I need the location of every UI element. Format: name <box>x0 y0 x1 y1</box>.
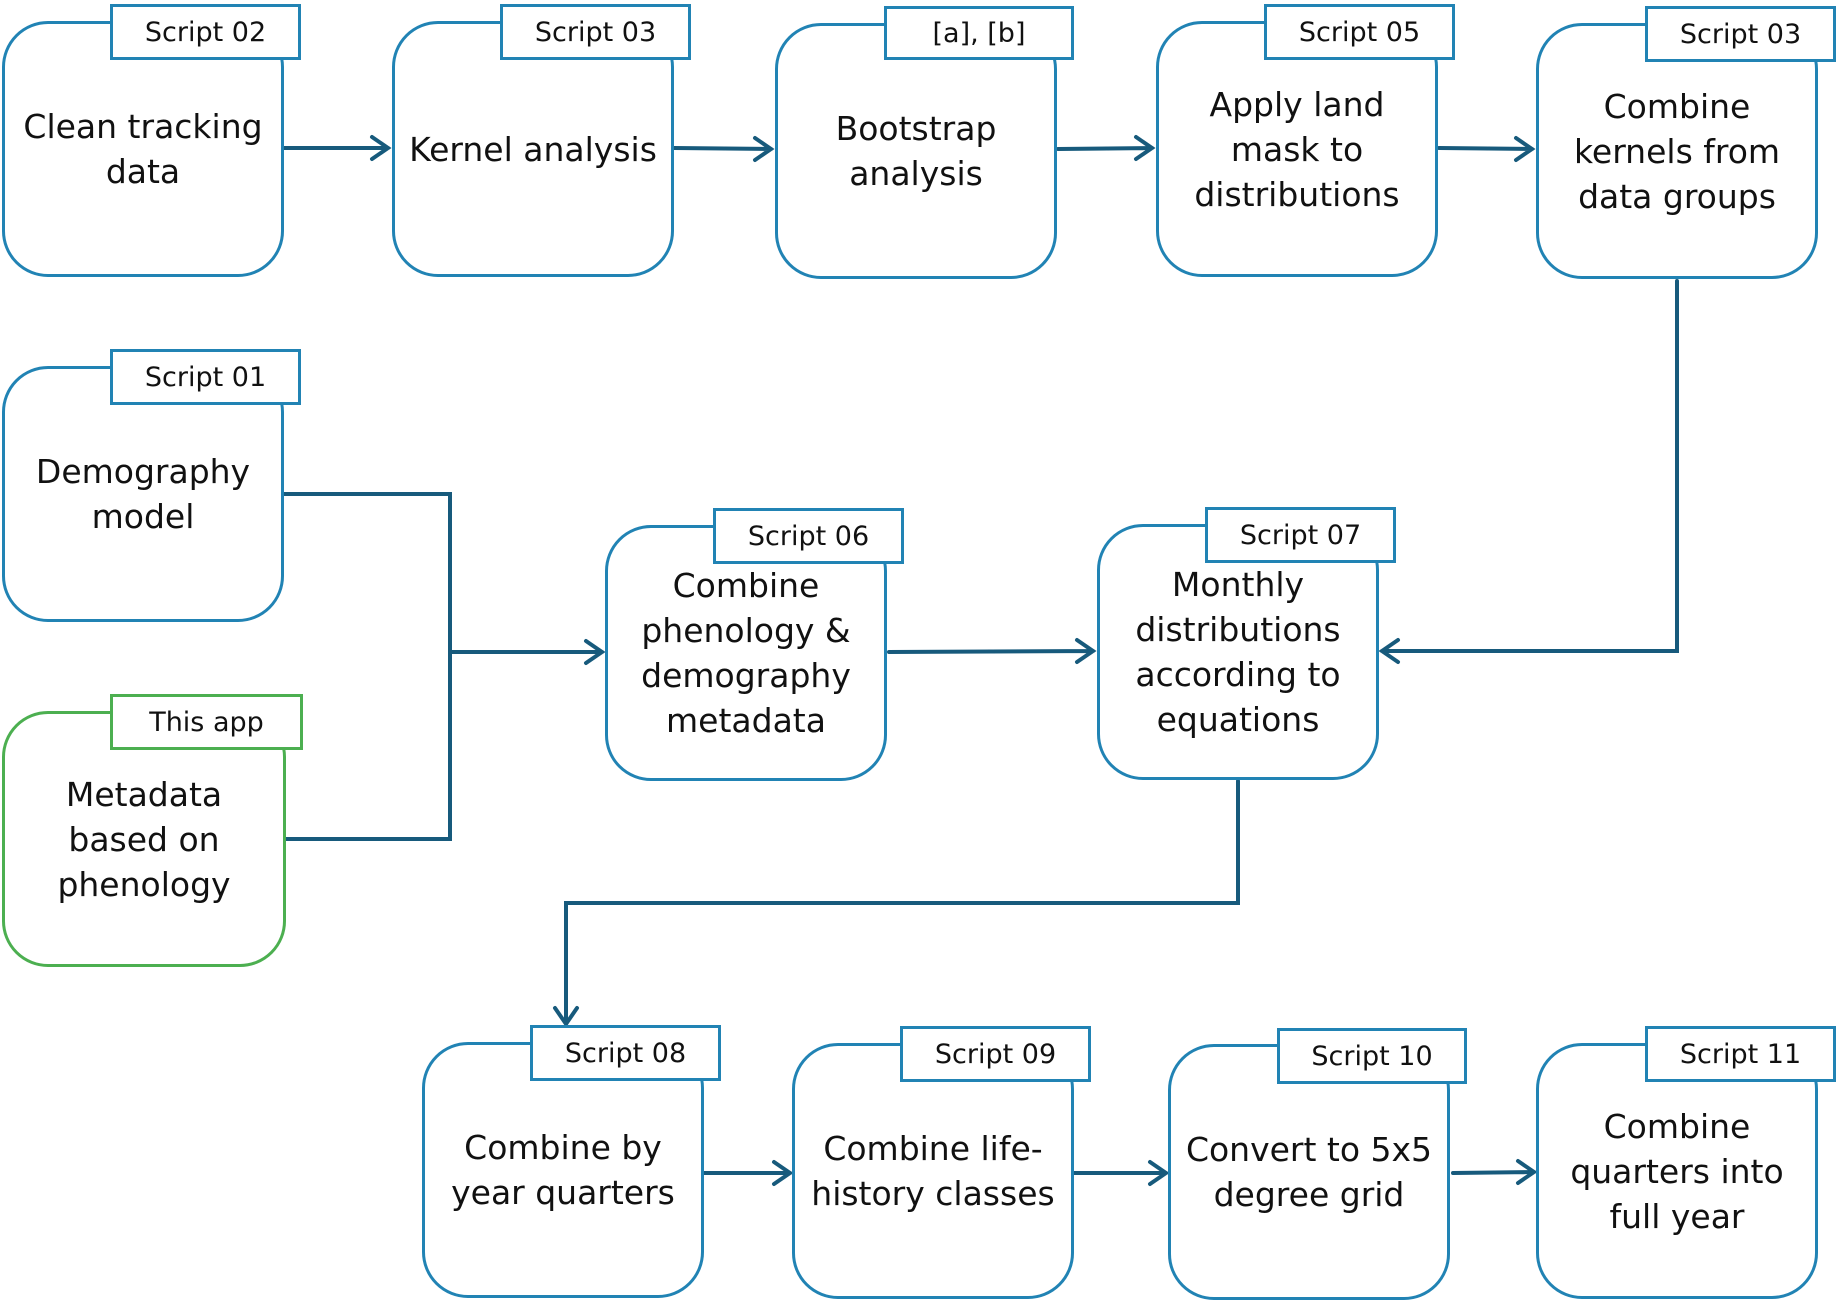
node-label: Demography model <box>35 452 251 536</box>
edge-merge-to-combine-pheno <box>448 639 606 665</box>
node-tag: Script 02 <box>110 4 301 60</box>
node-tag: Script 08 <box>530 1025 721 1081</box>
node-tag: Script 05 <box>1264 4 1455 60</box>
node-tag: Script 07 <box>1205 507 1396 563</box>
node-label: Bootstrap analysis <box>835 109 997 193</box>
node-combine-life-history: Combine life-history classes <box>792 1043 1074 1299</box>
node-label: Metadata based on phenology <box>57 774 231 904</box>
edge-kernel-to-bootstrap <box>672 136 775 162</box>
node-combine-kernels: Combine kernels from data groups <box>1536 23 1818 279</box>
node-tag: Script 01 <box>110 349 301 405</box>
node-label: Combine kernels from data groups <box>1573 86 1781 216</box>
node-combine-phenology-demography: Combine phenology & demography metadata <box>605 525 887 781</box>
node-tag: This app <box>110 694 303 750</box>
edge-clean-to-kernel <box>281 135 392 161</box>
edge-combine-pheno-to-monthly <box>887 638 1097 664</box>
node-metadata-phenology: Metadata based on phenology <box>2 711 286 967</box>
node-label: Kernel analysis <box>409 129 657 169</box>
node-clean-tracking-data: Clean tracking data <box>2 21 284 277</box>
node-label: Combine quarters into full year <box>1570 1106 1784 1236</box>
node-bootstrap-analysis: Bootstrap analysis <box>775 23 1057 279</box>
node-tag: Script 11 <box>1645 1026 1836 1082</box>
node-monthly-distributions: Monthly distributions according to equat… <box>1097 524 1379 780</box>
node-demography-model: Demography model <box>2 366 284 622</box>
edge-grid-to-full-year <box>1451 1159 1538 1185</box>
node-label: Combine by year quarters <box>451 1128 675 1212</box>
node-label: Combine life-history classes <box>811 1129 1055 1213</box>
edge-combine-kernels-to-monthly <box>1378 279 1679 664</box>
node-apply-land-mask: Apply land mask to distributions <box>1156 21 1438 277</box>
node-label: Combine phenology & demography metadata <box>641 566 851 740</box>
node-label: Clean tracking data <box>23 107 263 191</box>
edge-landmask-to-combine-kernels <box>1437 136 1536 162</box>
edge-life-history-to-grid <box>1072 1160 1170 1186</box>
edge-bootstrap-to-landmask <box>1056 135 1156 161</box>
node-tag: [a], [b] <box>884 6 1074 60</box>
node-label: Convert to 5x5 degree grid <box>1185 1130 1433 1214</box>
node-tag: Script 03 <box>1645 6 1836 62</box>
node-label: Apply land mask to distributions <box>1194 84 1400 214</box>
edge-demography-to-combine-pheno <box>282 492 452 841</box>
node-tag: Script 10 <box>1277 1028 1467 1084</box>
edge-year-quarters-to-life-history <box>702 1160 794 1186</box>
node-tag: Script 03 <box>500 4 691 60</box>
node-combine-full-year: Combine quarters into full year <box>1536 1043 1818 1299</box>
node-tag: Script 06 <box>713 508 904 564</box>
node-combine-year-quarters: Combine by year quarters <box>422 1042 704 1298</box>
node-tag: Script 09 <box>900 1026 1091 1082</box>
node-convert-grid: Convert to 5x5 degree grid <box>1168 1044 1450 1300</box>
edge-monthly-to-year-quarters <box>553 779 1240 1028</box>
node-kernel-analysis: Kernel analysis <box>392 21 674 277</box>
node-label: Monthly distributions according to equat… <box>1135 565 1341 739</box>
